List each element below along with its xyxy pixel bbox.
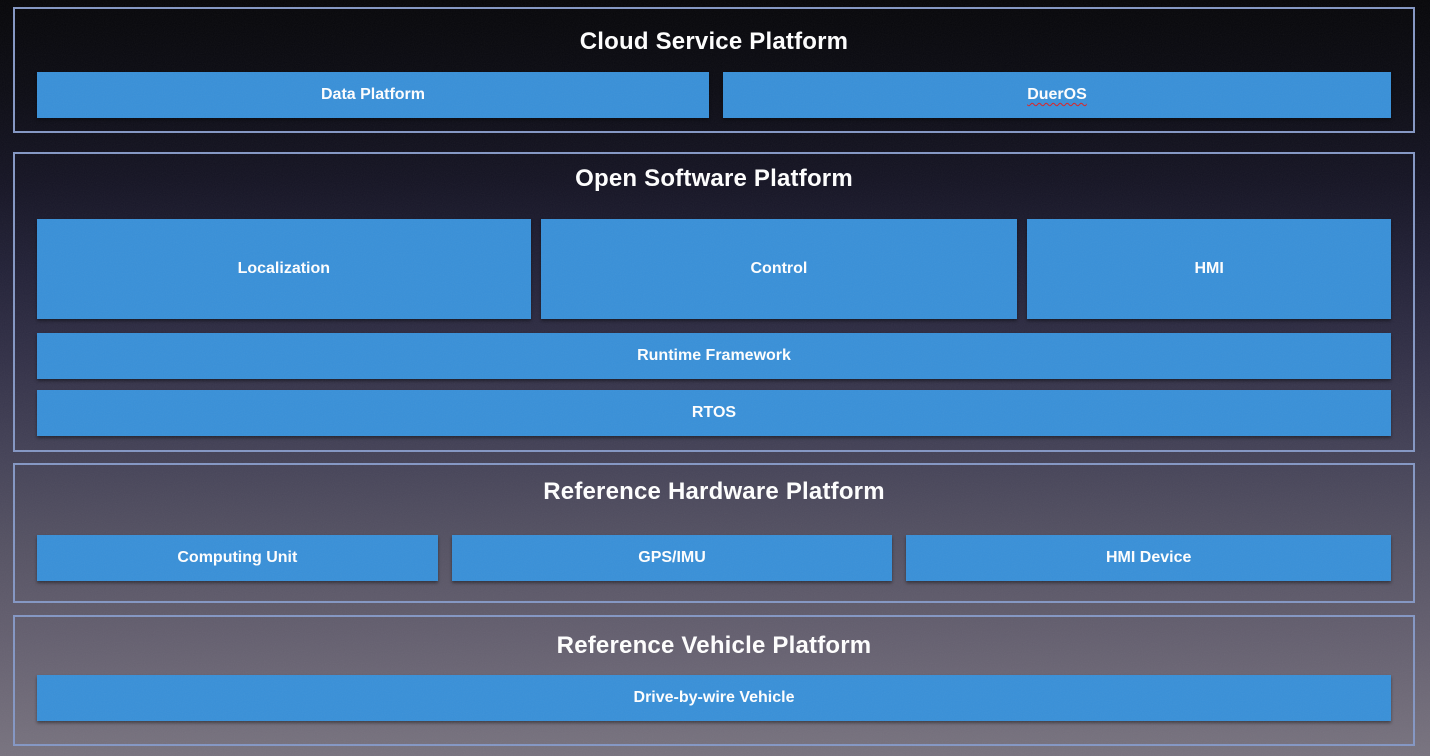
section-reference-vehicle-platform: Reference Vehicle Platform Drive-by-wire… (13, 615, 1415, 746)
open-software-platform-title: Open Software Platform (575, 165, 853, 192)
box-control: Control (540, 219, 1018, 319)
dueros-label: DuerOS (1027, 86, 1087, 103)
box-localization: Localization (37, 219, 531, 319)
box-data-platform: Data Platform (37, 72, 709, 118)
box-drive-by-wire-vehicle: Drive-by-wire Vehicle (37, 675, 1391, 721)
hmi-device-label: HMI Device (1106, 549, 1192, 566)
runtime-framework-label: Runtime Framework (637, 347, 791, 364)
box-runtime-framework: Runtime Framework (37, 333, 1391, 379)
box-computing-unit: Computing Unit (37, 535, 438, 581)
box-hmi: HMI (1027, 219, 1391, 319)
hardware-row: Computing Unit GPS/IMU HMI Device (37, 535, 1392, 581)
localization-label: Localization (237, 260, 331, 277)
rtos-label: RTOS (691, 404, 737, 421)
drive-by-wire-vehicle-label: Drive-by-wire Vehicle (633, 689, 795, 706)
gps-imu-label: GPS/IMU (638, 549, 706, 566)
reference-hardware-platform-title: Reference Hardware Platform (543, 478, 885, 505)
cloud-service-platform-title: Cloud Service Platform (579, 28, 849, 55)
vehicle-row: Drive-by-wire Vehicle (37, 675, 1391, 721)
section-reference-hardware-platform: Reference Hardware Platform Computing Un… (13, 463, 1415, 603)
software-modules-row: Localization Control HMI (37, 219, 1391, 319)
box-gps-imu: GPS/IMU (451, 535, 893, 581)
hmi-label: HMI (1194, 260, 1224, 277)
cloud-row: Data Platform DuerOS (37, 72, 1391, 118)
box-rtos: RTOS (37, 390, 1391, 436)
box-dueros: DuerOS (723, 72, 1391, 118)
section-open-software-platform: Open Software Platform Localization Cont… (13, 152, 1415, 452)
section-cloud-service-platform: Cloud Service Platform Data Platform Due… (13, 7, 1415, 133)
computing-unit-label: Computing Unit (177, 549, 298, 566)
data-platform-label: Data Platform (320, 86, 426, 103)
reference-vehicle-platform-title: Reference Vehicle Platform (556, 632, 872, 659)
control-label: Control (750, 260, 808, 277)
box-hmi-device: HMI Device (906, 535, 1392, 581)
